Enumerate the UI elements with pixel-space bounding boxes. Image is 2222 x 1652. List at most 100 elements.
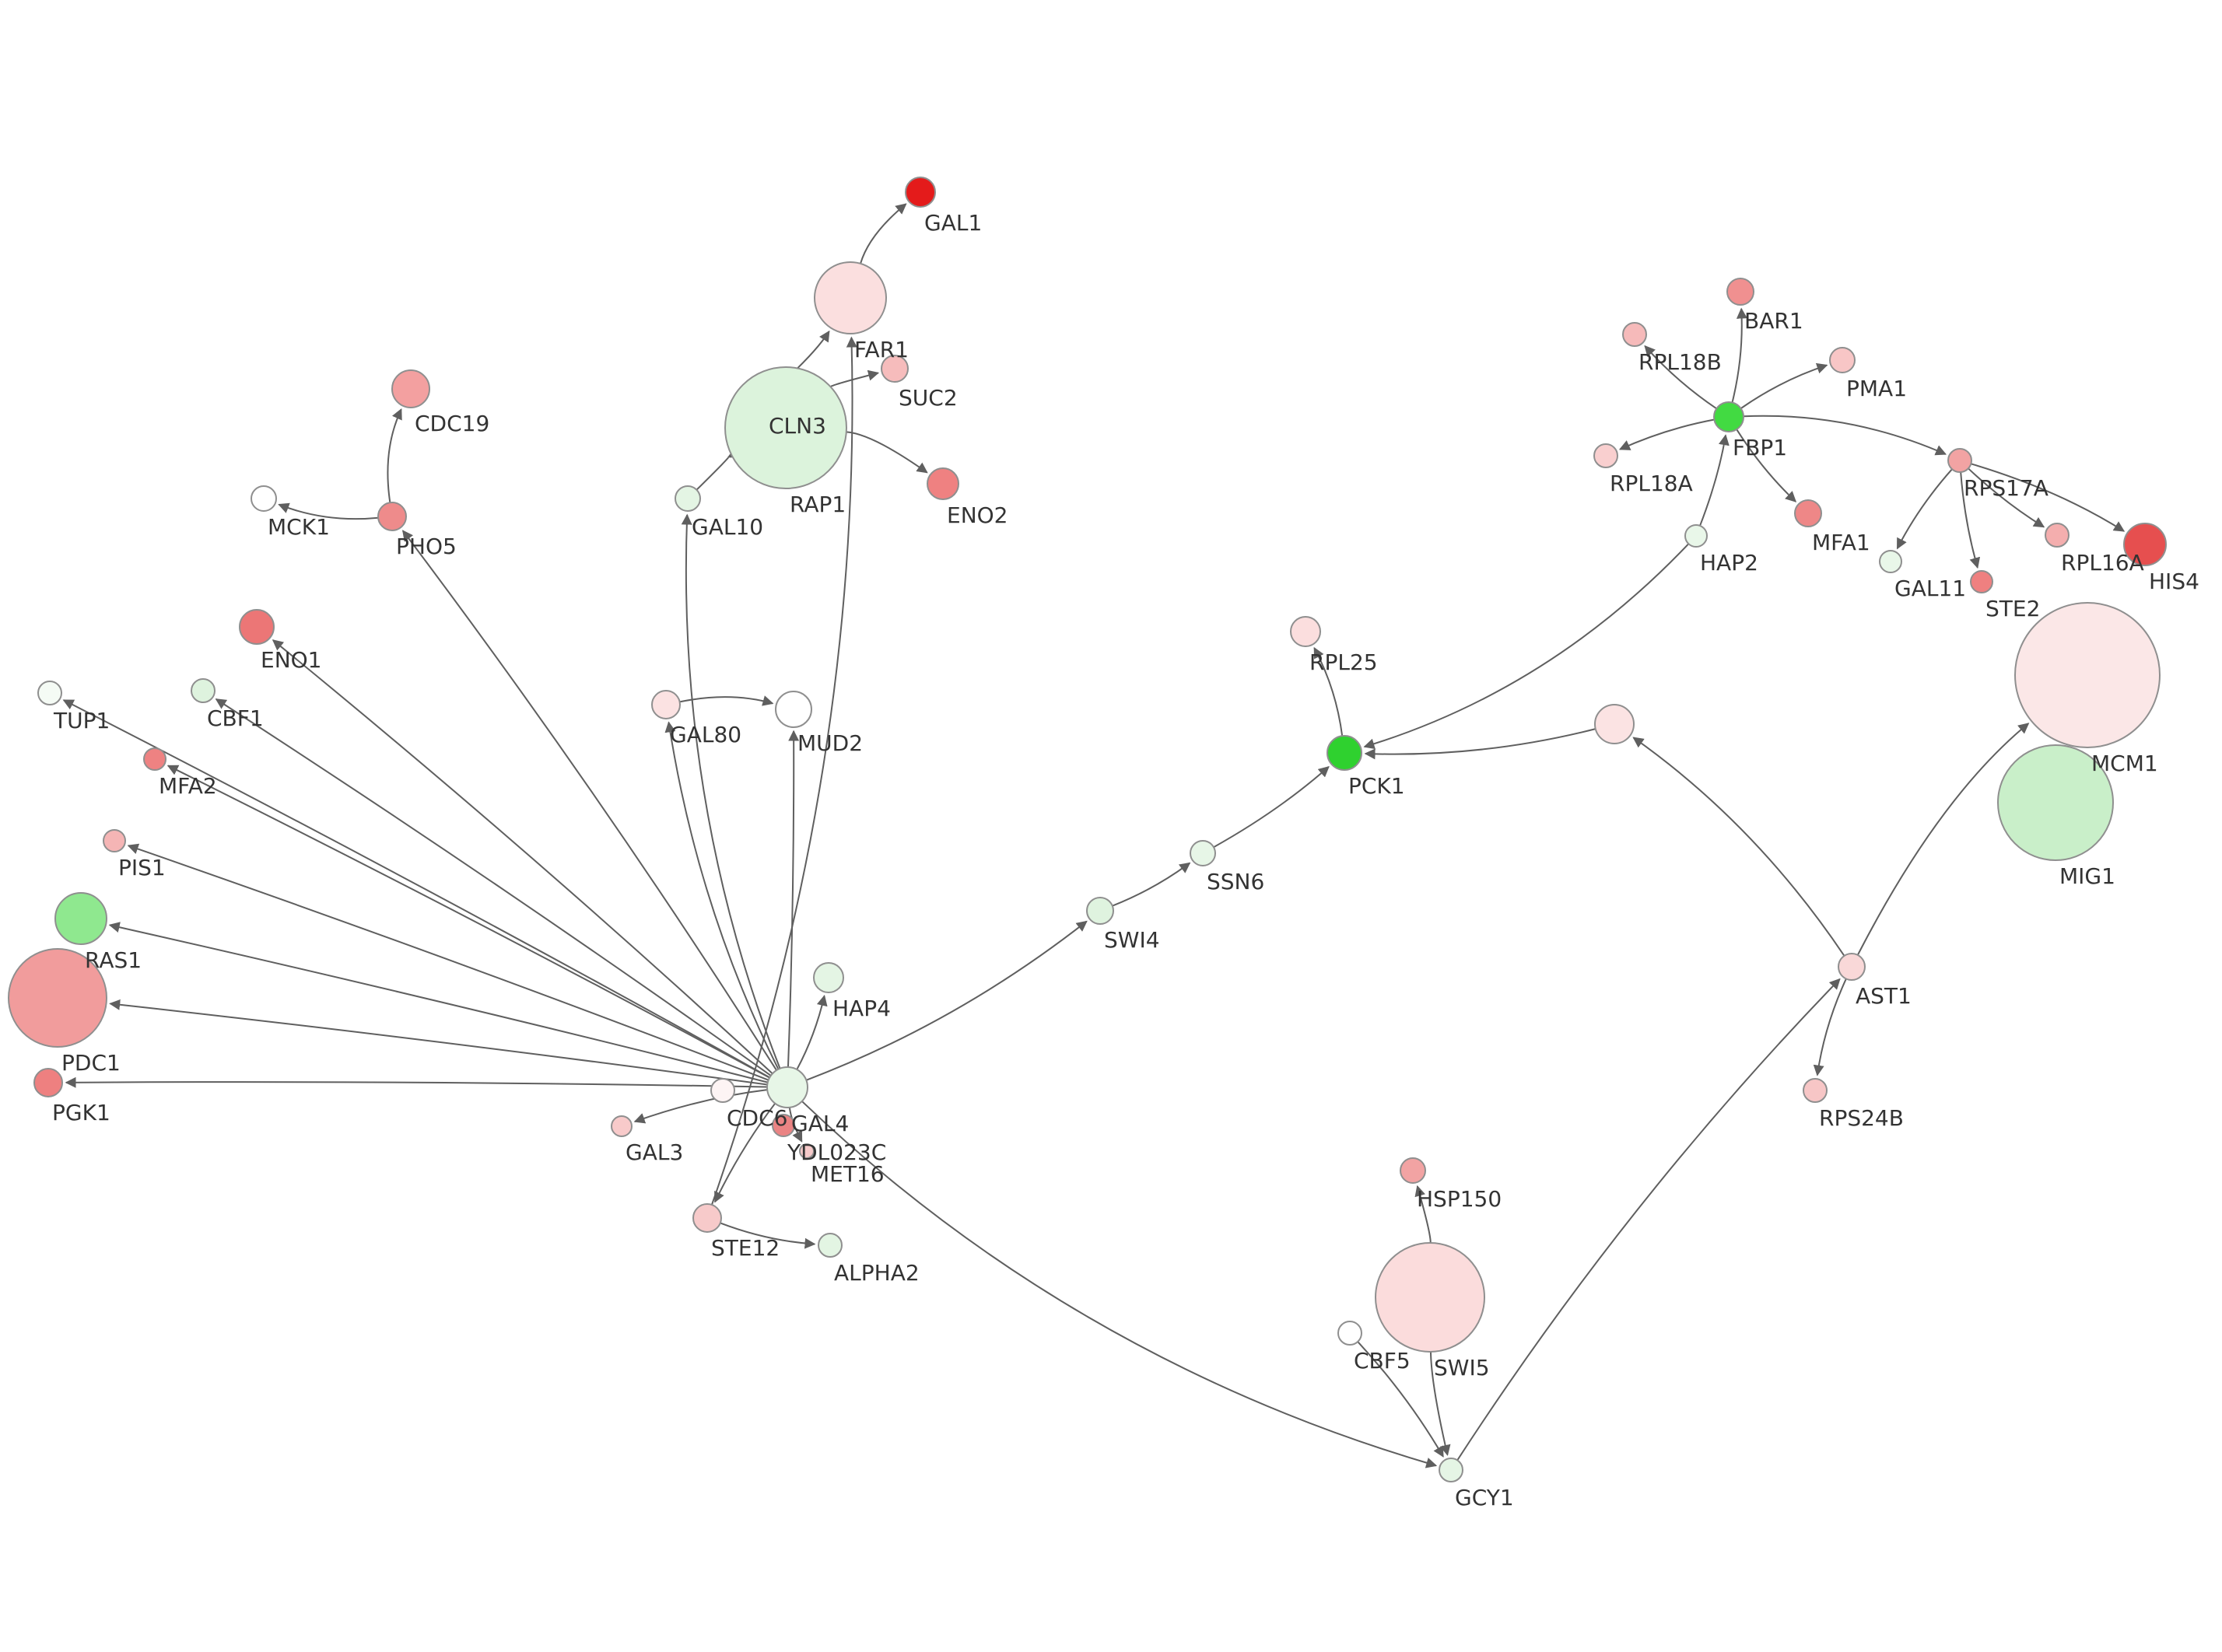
edge-RPS17A-STE2[interactable] [1960, 471, 1981, 569]
node-GAL10[interactable] [675, 485, 701, 512]
node-GAL1[interactable] [905, 177, 936, 208]
node-CDC19[interactable] [391, 369, 430, 408]
edge-FAR1-GAL1[interactable] [860, 203, 907, 264]
node-PGK1[interactable] [33, 1068, 63, 1097]
node-ENO2[interactable] [927, 467, 959, 500]
node-AST1[interactable] [1838, 953, 1866, 981]
edge-GAL4-SWI4[interactable] [805, 920, 1088, 1081]
edge-GAL4-MFA2[interactable] [166, 765, 770, 1079]
edge-GAL4-RAS1[interactable] [108, 922, 769, 1083]
edge-FBP1-RPL18A[interactable] [1618, 418, 1715, 450]
node-PCK1[interactable] [1327, 735, 1362, 771]
edge-GAL4-MUD2[interactable] [787, 730, 800, 1068]
node-PHO5[interactable] [377, 502, 407, 531]
node-ALPHA2[interactable] [818, 1233, 843, 1258]
node-RPL16A[interactable] [2045, 523, 2070, 548]
node-BAR1[interactable] [1726, 278, 1754, 306]
node-HSP150[interactable] [1400, 1157, 1426, 1184]
edge-AST1-RPS24B[interactable] [1813, 978, 1847, 1076]
node-MET16[interactable] [799, 1143, 815, 1159]
edge-STE12-FAR1[interactable] [710, 336, 857, 1206]
node-PDC1[interactable] [8, 948, 107, 1048]
node-RAS1[interactable] [54, 892, 107, 945]
node-MFA1[interactable] [1794, 499, 1822, 527]
node-CDC6[interactable] [710, 1078, 735, 1103]
edge-GAL4-GCY1[interactable] [801, 1101, 1438, 1468]
node-GAL11[interactable] [1879, 550, 1902, 573]
node-MIG1[interactable] [1997, 744, 2114, 861]
edge-GAL4-GAL80[interactable] [664, 721, 780, 1070]
node-HIS4[interactable] [2123, 523, 2167, 566]
edge-GAL4-PHO5[interactable] [401, 530, 777, 1071]
edge-GAL4-ENO1[interactable] [272, 639, 773, 1075]
node-unlabeled1[interactable] [1594, 704, 1635, 744]
node-GAL80[interactable] [651, 690, 681, 719]
edge-GCY1-AST1[interactable] [1456, 978, 1841, 1461]
node-RPL25[interactable] [1290, 616, 1321, 647]
node-RPL18B[interactable] [1622, 322, 1647, 347]
edge-RAP1-SUC2[interactable] [829, 369, 880, 388]
edge-GAL4-STE12[interactable] [714, 1103, 776, 1203]
edge-HAP2-FBP1[interactable] [1699, 434, 1730, 527]
node-PMA1[interactable] [1829, 347, 1856, 373]
edge-SWI4-SSN6[interactable] [1112, 862, 1191, 907]
node-RPL18A[interactable] [1593, 443, 1618, 468]
node-MCK1[interactable] [251, 485, 277, 512]
edge-GAL4-CBF1[interactable] [215, 698, 772, 1076]
node-CBF5[interactable] [1337, 1321, 1362, 1346]
node-SWI5[interactable] [1375, 1242, 1485, 1353]
edge-GAL4-PIS1[interactable] [127, 843, 769, 1081]
edge-SWI5-HSP150[interactable] [1414, 1185, 1432, 1244]
edge-SSN6-PCK1[interactable] [1213, 765, 1330, 849]
edge-PCK1-RPL25[interactable] [1313, 646, 1344, 737]
node-TUP1[interactable] [37, 681, 62, 705]
edge-RPS17A-HIS4[interactable] [1971, 463, 2126, 532]
edge-unlabeled1-PCK1[interactable] [1364, 728, 1596, 760]
edge-GAL4-GAL3[interactable] [633, 1089, 768, 1124]
node-STE12[interactable] [692, 1203, 722, 1233]
node-FBP1[interactable] [1713, 401, 1744, 432]
node-MCM1[interactable] [2014, 602, 2161, 748]
edge-GAL4-GAL10[interactable] [681, 513, 781, 1069]
edge-AST1-unlabeled1[interactable] [1632, 737, 1845, 957]
node-SWI4[interactable] [1086, 897, 1114, 925]
node-SSN6[interactable] [1190, 840, 1216, 866]
edge-FBP1-BAR1[interactable] [1731, 307, 1747, 403]
edge-GAL4-TUP1[interactable] [62, 699, 770, 1079]
edge-GAL4-HAP4[interactable] [796, 995, 828, 1070]
edge-GAL4-PDC1[interactable] [109, 999, 768, 1086]
edge-RPS17A-GAL11[interactable] [1896, 468, 1953, 550]
edge-HAP2-PCK1[interactable] [1363, 543, 1690, 750]
edge-FBP1-RPL18B[interactable] [1644, 345, 1717, 410]
node-PIS1[interactable] [103, 829, 126, 852]
edge-SWI5-GCY1[interactable] [1429, 1351, 1451, 1456]
node-YDL023C[interactable] [772, 1114, 795, 1137]
edge-RPS17A-RPL16A[interactable] [1968, 467, 2045, 528]
node-HAP4[interactable] [813, 962, 844, 993]
edge-CBF5-GCY1[interactable] [1357, 1341, 1444, 1458]
edge-RAP1-ENO2[interactable] [846, 431, 928, 474]
node-RAP1[interactable] [724, 366, 847, 489]
node-CBF1[interactable] [191, 678, 216, 703]
node-SUC2[interactable] [881, 355, 909, 383]
node-MFA2[interactable] [143, 747, 166, 771]
edge-FBP1-MFA1[interactable] [1736, 429, 1797, 502]
edge-STE12-ALPHA2[interactable] [720, 1222, 816, 1249]
edge-FBP1-PMA1[interactable] [1740, 362, 1828, 409]
node-GAL3[interactable] [611, 1115, 633, 1137]
node-RPS24B[interactable] [1803, 1078, 1828, 1103]
node-MUD2[interactable] [775, 691, 812, 728]
node-STE2[interactable] [1970, 570, 1993, 593]
node-GAL4[interactable] [766, 1066, 808, 1108]
edge-PHO5-CDC19[interactable] [387, 408, 402, 503]
edge-FBP1-RPS17A[interactable] [1743, 415, 1947, 456]
node-GCY1[interactable] [1439, 1458, 1463, 1482]
node-RPS17A[interactable] [1947, 448, 1972, 473]
node-FAR1[interactable] [814, 261, 887, 334]
edge-GAL80-MUD2[interactable] [679, 695, 774, 706]
node-HAP2[interactable] [1684, 524, 1708, 548]
edge-GAL4-PGK1[interactable] [65, 1076, 768, 1088]
edge-GAL10-RAP1[interactable] [696, 447, 740, 491]
node-ENO1[interactable] [239, 609, 275, 645]
edge-AST1-MCM1[interactable] [1856, 723, 2030, 956]
